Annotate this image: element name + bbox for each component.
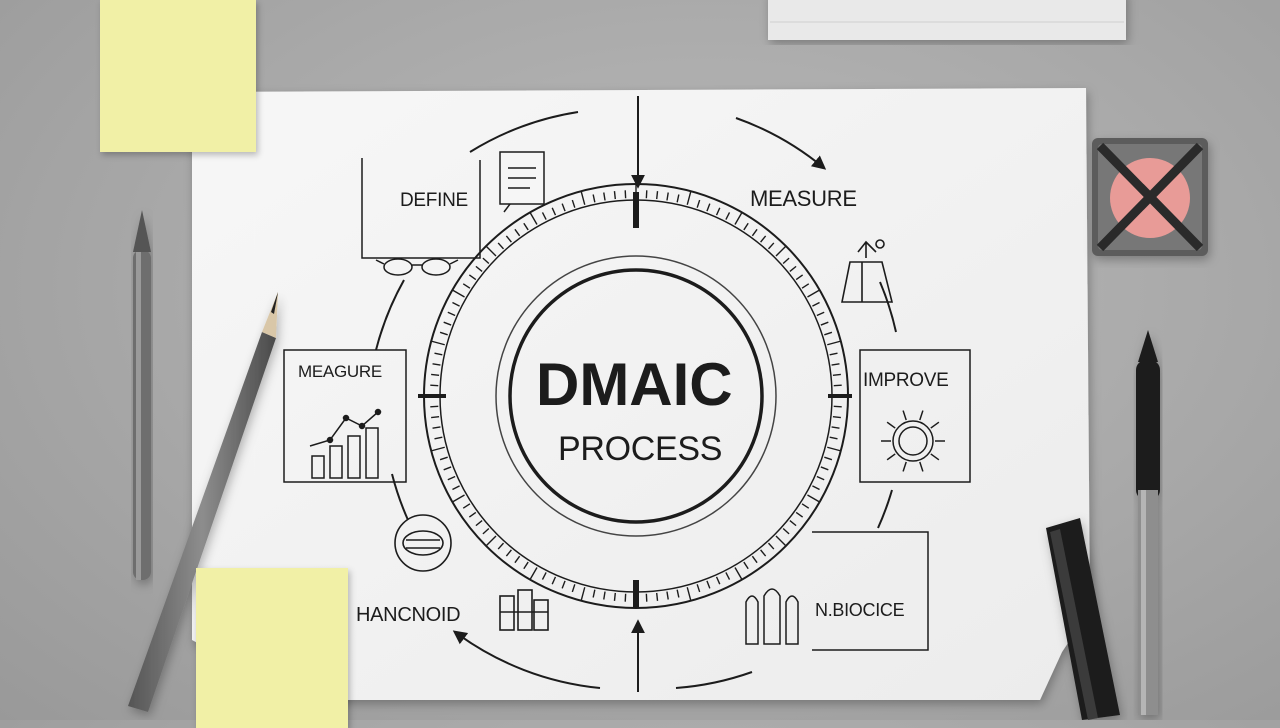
dial-tick <box>833 417 841 418</box>
dial-tick <box>431 374 439 375</box>
dial-tick <box>657 191 658 199</box>
define-label: DEFINE <box>400 190 468 212</box>
timer-icon <box>1092 138 1208 256</box>
center-title: DMAIC <box>536 350 733 419</box>
measure-label-left: MEAGURE <box>298 362 382 382</box>
document-icon <box>500 152 544 212</box>
notebook <box>768 0 1126 40</box>
sticky-note-top <box>100 0 256 152</box>
improve-label: IMPROVE <box>863 370 949 392</box>
measure-label-top: MEASURE <box>750 186 857 212</box>
sticky-note-bottom <box>196 568 348 728</box>
dial-tick <box>431 417 439 418</box>
dial-tick <box>614 593 615 601</box>
bottom-right-label: N.BIOCICE <box>815 600 904 621</box>
center-subtitle: PROCESS <box>558 430 722 469</box>
pen-icon <box>1136 330 1160 715</box>
dial-tick <box>657 593 658 601</box>
dial-tick <box>614 191 615 199</box>
pen-icon <box>133 210 151 580</box>
bottom-left-label: HANCNOID <box>356 604 460 627</box>
dial-tick <box>833 374 841 375</box>
